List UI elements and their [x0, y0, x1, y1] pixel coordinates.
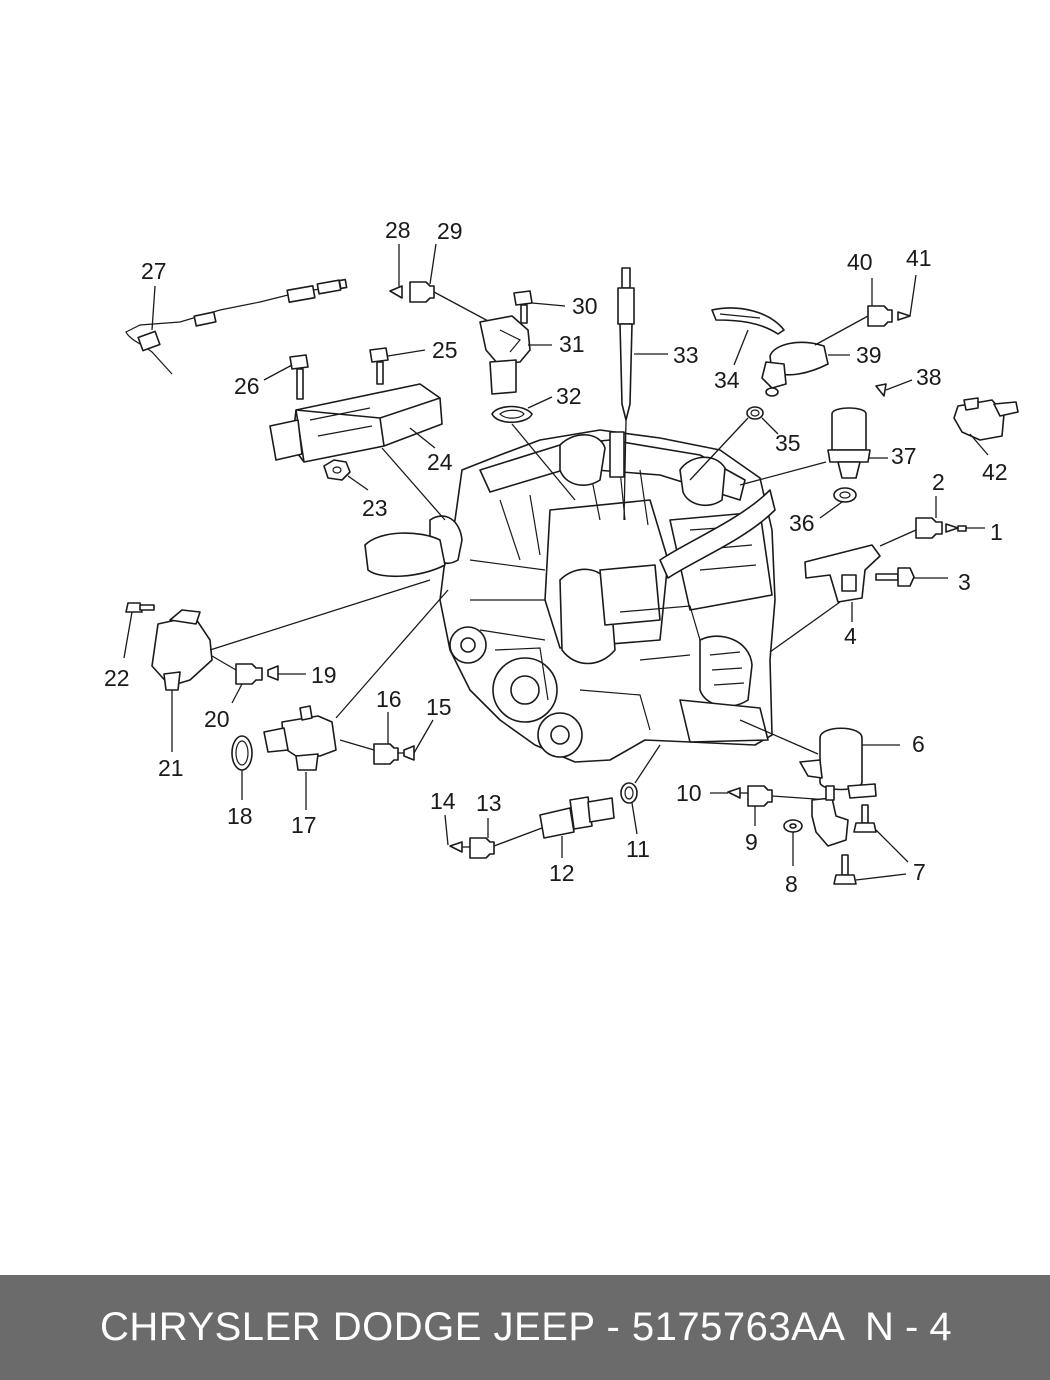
part-25-bolt	[369, 347, 426, 385]
callout-36: 36	[789, 510, 815, 536]
callout-18: 18	[227, 803, 253, 829]
part-18-oring	[231, 735, 253, 800]
callout-25: 25	[432, 337, 458, 363]
part-27-sensor	[125, 278, 348, 375]
callout-40: 40	[847, 249, 873, 275]
footer-bar: CHRYSLER DODGE JEEP - 5175763AA N - 4	[0, 1275, 1050, 1380]
callout-33: 33	[673, 342, 699, 368]
callout-29: 29	[437, 218, 463, 244]
part-34-clip	[711, 307, 785, 366]
part-28-pin	[389, 244, 403, 299]
callout-32: 32	[556, 383, 582, 409]
part-15-pin	[403, 719, 434, 761]
part-41-pin	[897, 274, 917, 321]
callout-15: 15	[426, 694, 452, 720]
callout-41: 41	[906, 245, 932, 271]
callout-4: 4	[844, 623, 857, 649]
part-14-pin	[444, 814, 470, 853]
callout-6: 6	[912, 731, 925, 757]
engine-block	[364, 429, 776, 763]
footer-page-number: N - 4	[865, 1305, 952, 1349]
part-1-screw	[945, 523, 985, 533]
callout-35: 35	[775, 430, 801, 456]
callout-3: 3	[958, 569, 971, 595]
callout-10: 10	[676, 780, 702, 806]
callout-2: 2	[932, 469, 945, 495]
callout-23: 23	[362, 495, 388, 521]
part-13-connector	[469, 818, 543, 859]
callout-31: 31	[559, 331, 585, 357]
callout-16: 16	[376, 686, 402, 712]
part-26-bolt	[263, 354, 309, 400]
part-9-connector	[747, 785, 849, 847]
callout-13: 13	[476, 790, 502, 816]
callout-37: 37	[891, 443, 917, 469]
part-36-washer	[819, 487, 857, 519]
callout-26: 26	[234, 373, 260, 399]
footer-title: CHRYSLER DODGE JEEP - 5175763AA	[100, 1305, 846, 1349]
part-16-connector	[339, 712, 404, 765]
part-39-sensor	[761, 341, 850, 397]
part-22-bolt	[123, 602, 155, 659]
part-21-sensor	[151, 579, 431, 752]
callout-20: 20	[204, 706, 230, 732]
callout-labels: 1 2 3 4 6 7 8 9 10 11 12 13 14 15 16 17 …	[104, 217, 1008, 897]
callout-1: 1	[990, 519, 1003, 545]
callout-9: 9	[745, 829, 758, 855]
callout-28: 28	[385, 217, 411, 243]
part-35-oring	[689, 406, 779, 481]
part-20-connector	[211, 655, 263, 704]
part-17-sensor	[263, 589, 449, 810]
part-32-gasket	[491, 396, 576, 501]
callout-14: 14	[430, 788, 456, 814]
part-38-pin	[875, 379, 913, 397]
callout-17: 17	[291, 812, 317, 838]
part-10-pin	[710, 787, 748, 799]
part-37-sensor	[739, 407, 888, 486]
part-2-connector	[879, 496, 943, 547]
part-4-sensor	[769, 544, 881, 653]
callout-22: 22	[104, 665, 130, 691]
callout-11: 11	[626, 836, 650, 862]
parts-diagram: 1 2 3 4 6 7 8 9 10 11 12 13 14 15 16 17 …	[104, 217, 1019, 897]
callout-27: 27	[141, 258, 167, 284]
callout-39: 39	[856, 342, 882, 368]
part-3-bolt	[875, 567, 948, 587]
callout-34: 34	[714, 367, 740, 393]
part-30-bolt	[513, 290, 566, 324]
part-12-sensor	[539, 796, 615, 858]
part-23-nut	[323, 459, 369, 491]
callout-7: 7	[913, 859, 926, 885]
callout-42: 42	[982, 459, 1008, 485]
part-42-sensor	[953, 397, 1019, 456]
part-8-washer	[783, 819, 803, 866]
part-29-connector	[409, 243, 491, 323]
part-24-module	[269, 383, 446, 521]
callout-12: 12	[549, 860, 575, 886]
part-6-sensor	[739, 719, 900, 799]
callout-8: 8	[785, 871, 798, 897]
callout-19: 19	[311, 662, 337, 688]
part-40-connector	[814, 278, 893, 346]
callout-24: 24	[427, 449, 453, 475]
part-33-glow-plug	[617, 267, 668, 521]
callout-38: 38	[916, 364, 942, 390]
callout-21: 21	[158, 755, 184, 781]
part-7-bolts	[833, 804, 909, 885]
part-11-oring	[620, 744, 661, 835]
part-19-pin	[267, 665, 306, 681]
callout-30: 30	[572, 293, 598, 319]
part-31-sensor	[479, 315, 552, 395]
